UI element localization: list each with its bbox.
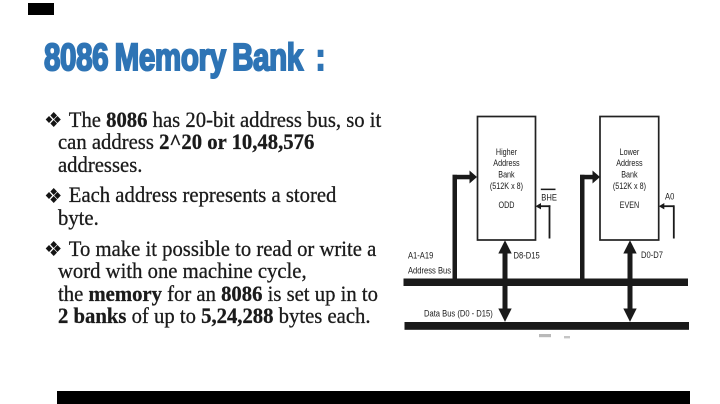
svg-text:(512K x 8): (512K x 8) bbox=[490, 181, 523, 191]
svg-text:Higher: Higher bbox=[496, 147, 517, 157]
svg-text:Address Bus: Address Bus bbox=[408, 265, 451, 276]
svg-text:D8-D15: D8-D15 bbox=[514, 249, 540, 260]
svg-text:Bank: Bank bbox=[621, 170, 638, 180]
svg-text:D0-D7: D0-D7 bbox=[641, 249, 663, 260]
svg-text:A0: A0 bbox=[665, 191, 674, 202]
svg-text:BHE: BHE bbox=[541, 192, 557, 203]
svg-text:(512K x 8): (512K x 8) bbox=[613, 181, 646, 191]
svg-text:Lower: Lower bbox=[620, 147, 640, 157]
svg-text:Address: Address bbox=[616, 158, 642, 168]
svg-text:Bank: Bank bbox=[498, 170, 515, 180]
svg-text:EVEN: EVEN bbox=[620, 200, 640, 210]
svg-text:ODD: ODD bbox=[499, 200, 515, 210]
svg-text:Address: Address bbox=[493, 158, 519, 168]
svg-text:A1-A19: A1-A19 bbox=[408, 250, 434, 261]
svg-text:Data Bus (D0 - D15): Data Bus (D0 - D15) bbox=[424, 308, 493, 319]
